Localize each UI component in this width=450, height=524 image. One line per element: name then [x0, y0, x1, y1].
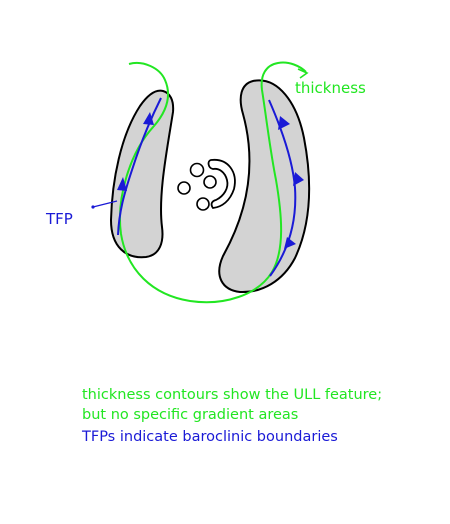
- thickness-label: thickness: [295, 79, 366, 97]
- center-circle: [203, 175, 217, 189]
- tfp-triangle-marker: [143, 112, 154, 125]
- tfp-pointer-dot: [91, 205, 95, 209]
- center-crescent: [207, 159, 236, 209]
- caption-line-2: but no specific gradient areas: [82, 407, 299, 423]
- caption-line-3: TFPs indicate baroclinic boundaries: [82, 429, 338, 445]
- thickness-arrowhead-icon: [297, 68, 309, 79]
- tfp-triangle-marker: [278, 116, 290, 130]
- tfp-triangle-marker: [284, 237, 296, 249]
- thickness-contour: [119, 61, 307, 304]
- center-circle: [189, 162, 205, 178]
- tfp-triangle-marker: [117, 177, 127, 191]
- tfp-pointer-line: [92, 200, 118, 208]
- tfp-triangle-marker: [293, 172, 304, 186]
- tfp-label: TFP: [46, 210, 73, 228]
- caption-line-1: thickness contours show the ULL feature;: [82, 387, 383, 403]
- center-circle: [196, 197, 210, 211]
- center-circle: [177, 181, 191, 195]
- left-feature-shape: [109, 89, 175, 259]
